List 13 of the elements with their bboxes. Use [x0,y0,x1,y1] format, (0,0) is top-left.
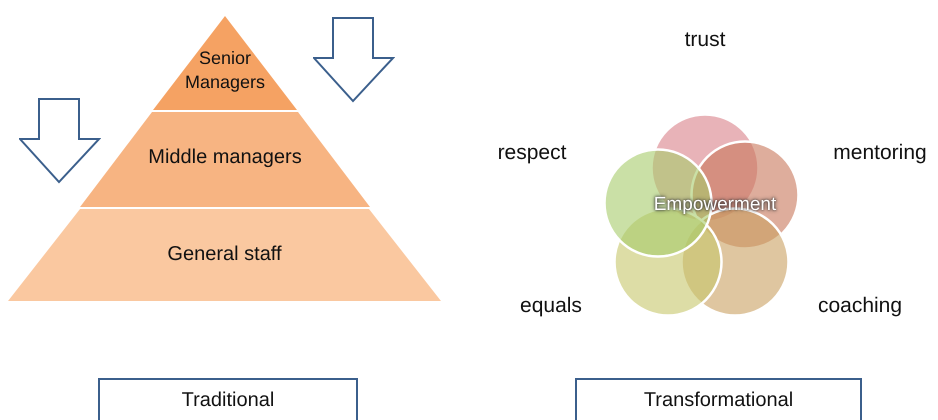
text-label: equals [520,294,582,318]
text-label: respect [498,141,566,165]
tier-label: Middle managers [147,145,303,170]
caption-box: Traditional [98,378,358,420]
tier-label: Senior Managers [184,47,266,94]
pyramid-tier [8,209,441,301]
text-label: mentoring [833,141,927,165]
text-label: trust [684,28,726,52]
caption-box: Transformational [575,378,862,420]
pyramid-tier [80,112,370,207]
text-label: coaching [818,294,902,318]
pyramid-tier [153,16,297,110]
tier-label: General staff [166,242,283,267]
